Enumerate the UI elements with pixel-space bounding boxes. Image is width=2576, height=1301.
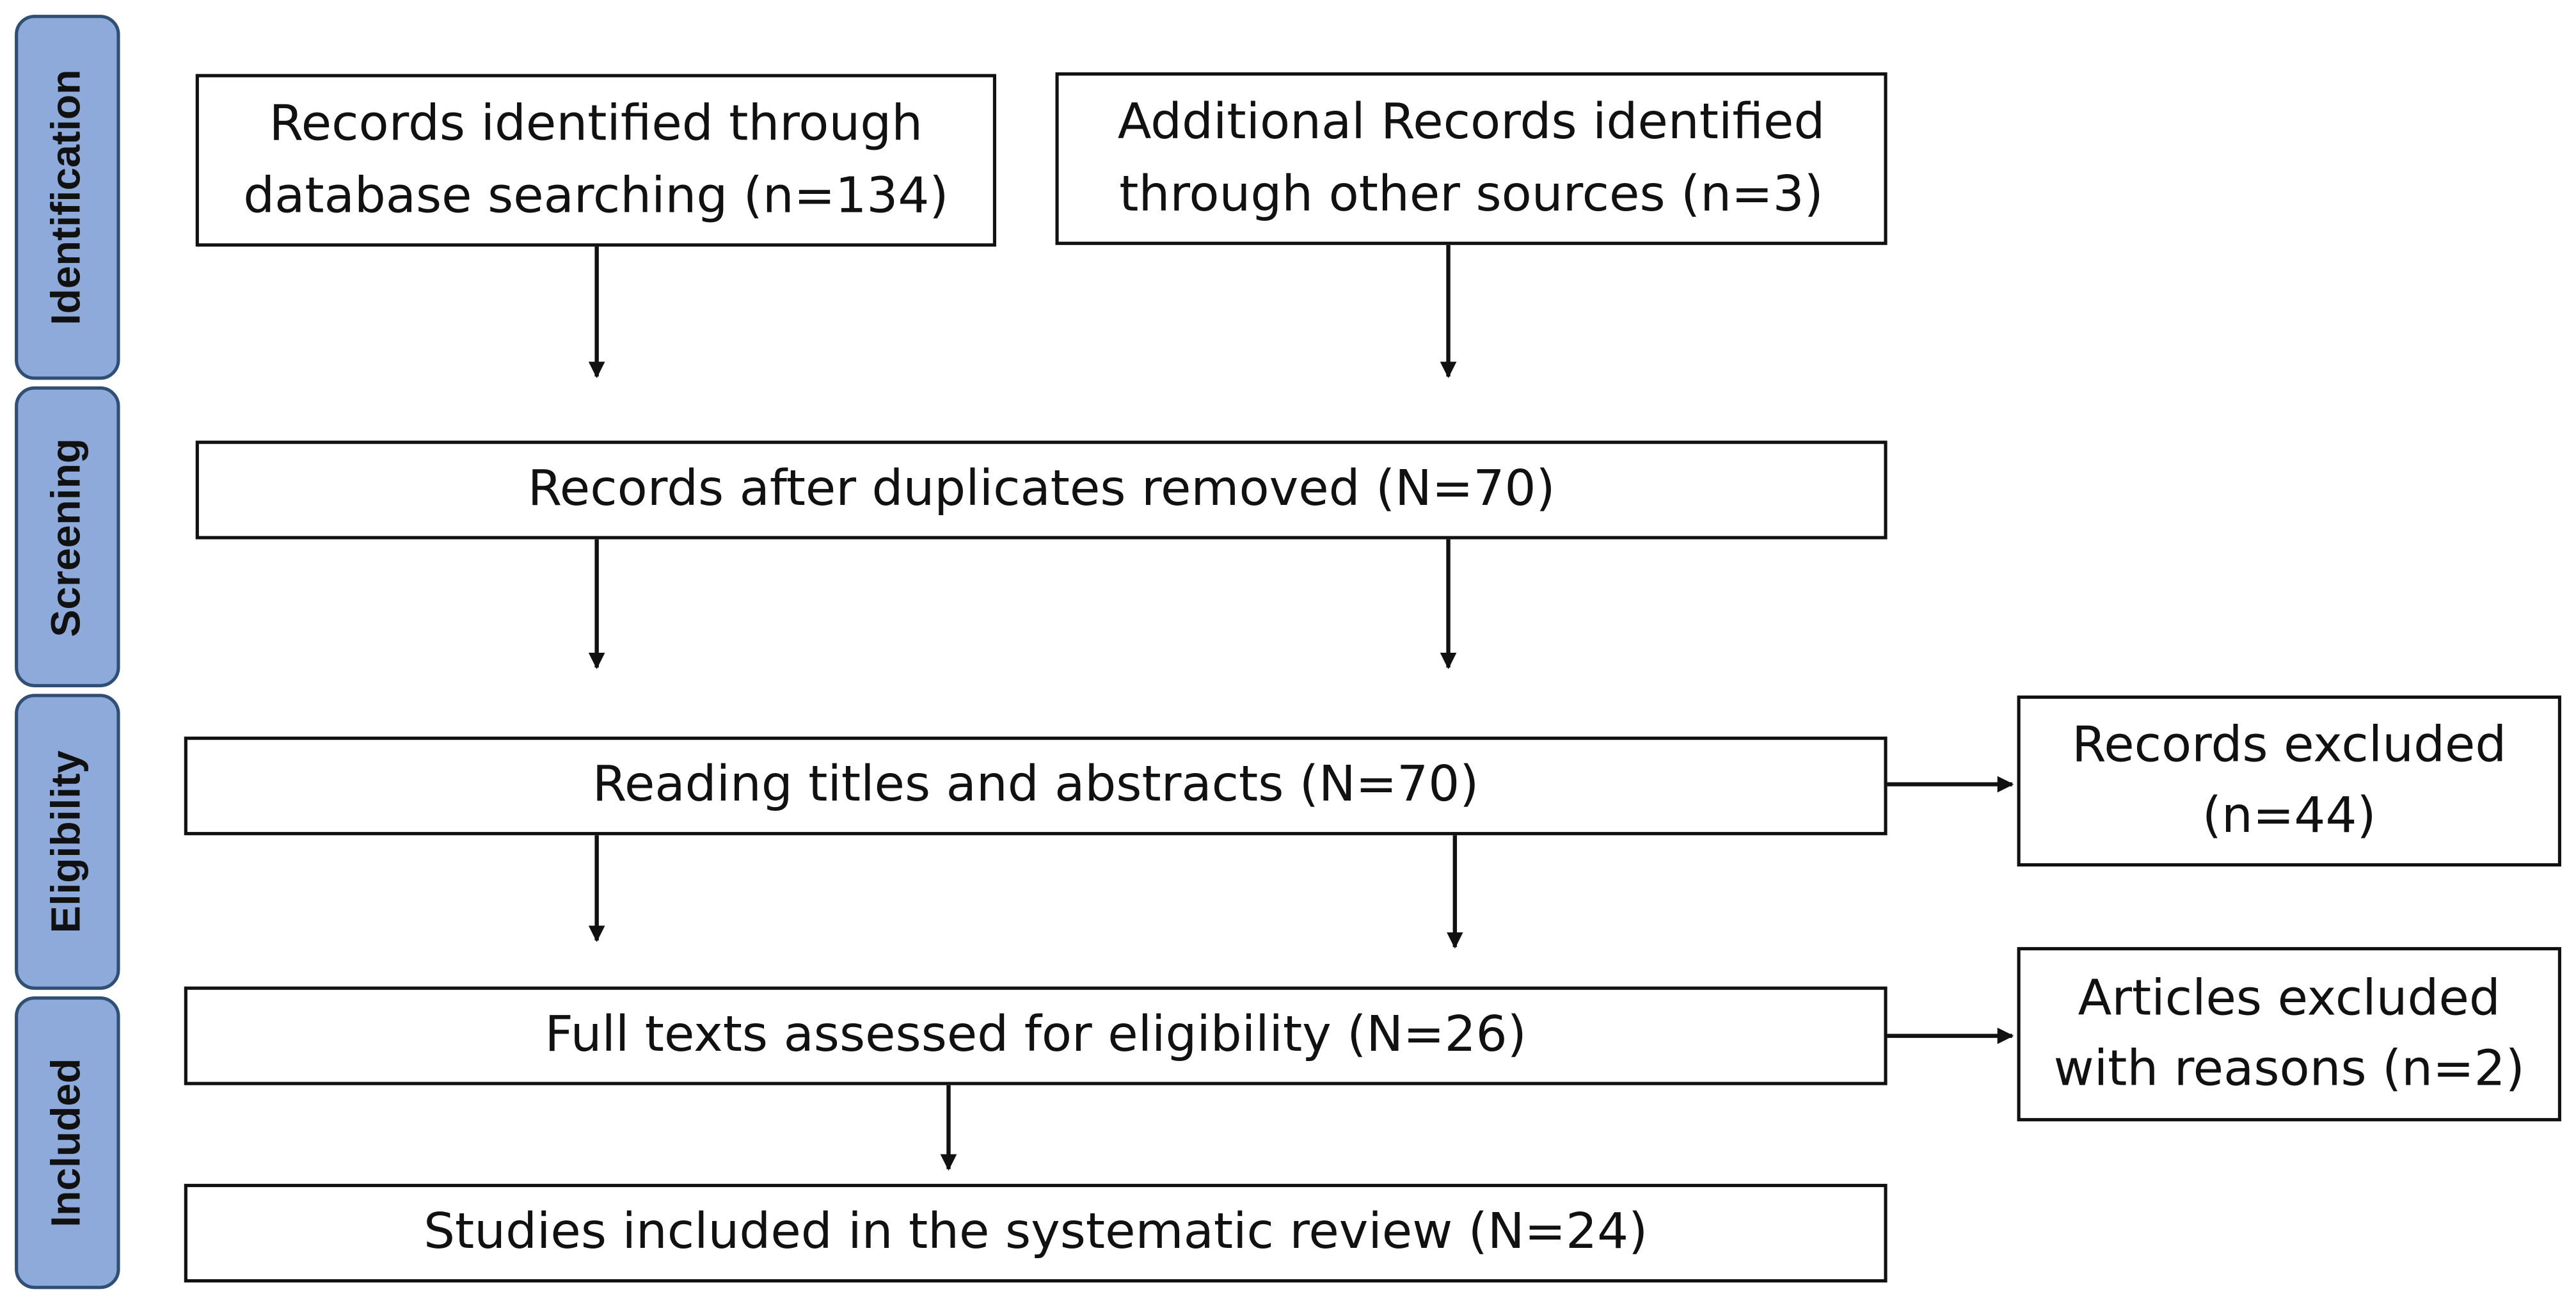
stage-eligibility: Eligibility xyxy=(15,694,120,990)
box-articles-excluded: Articles excluded with reasons (n=2) xyxy=(2017,946,2561,1122)
box-records-excluded-text: Records excluded (n=44) xyxy=(2072,715,2507,845)
box-records-excluded: Records excluded (n=44) xyxy=(2017,695,2561,867)
stage-identification: Identification xyxy=(15,15,120,380)
stage-included: Included xyxy=(15,996,120,1289)
stage-screening: Screening xyxy=(15,386,120,687)
box-other-sources: Additional Records identified through ot… xyxy=(1055,72,1888,245)
box-studies-included-text: Studies included in the systematic revie… xyxy=(424,1204,1648,1262)
box-database-records: Records identified through database sear… xyxy=(195,74,996,247)
box-studies-included: Studies included in the systematic revie… xyxy=(184,1183,1888,1283)
box-database-records-text: Records identified through database sear… xyxy=(243,95,949,225)
box-other-sources-text: Additional Records identified through ot… xyxy=(1117,93,1825,223)
box-full-texts-text: Full texts assessed for eligibility (N=2… xyxy=(545,1007,1527,1064)
box-full-texts: Full texts assessed for eligibility (N=2… xyxy=(184,986,1888,1085)
box-titles-abstracts: Reading titles and abstracts (N=70) xyxy=(184,737,1888,836)
box-titles-abstracts-text: Reading titles and abstracts (N=70) xyxy=(592,756,1479,815)
box-articles-excluded-text: Articles excluded with reasons (n=2) xyxy=(2053,969,2525,1099)
box-after-duplicates: Records after duplicates removed (N=70) xyxy=(195,440,1888,539)
box-after-duplicates-text: Records after duplicates removed (N=70) xyxy=(527,461,1555,518)
